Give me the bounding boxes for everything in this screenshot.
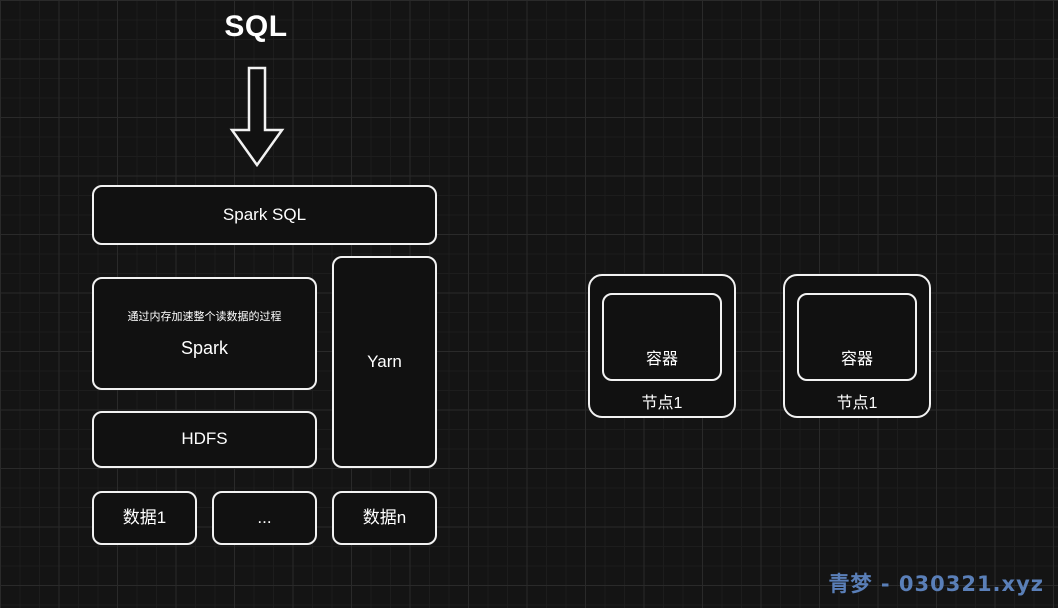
watermark: 青梦 - 030321.xyz <box>828 572 1044 596</box>
cluster-node-2[interactable]: 容器 节点1 <box>783 274 931 418</box>
spark-sql-label: Spark SQL <box>222 204 307 224</box>
hdfs-box[interactable]: HDFS <box>92 411 317 468</box>
cluster-node-2-container[interactable]: 容器 <box>797 293 917 381</box>
spark-box[interactable]: 通过内存加速整个读数据的过程 Spark <box>92 277 317 390</box>
cluster-node-2-label: 节点1 <box>836 395 878 412</box>
diagram-title: SQL <box>224 10 288 43</box>
data-box-n-label: 数据n <box>362 507 407 527</box>
cluster-node-1-label: 节点1 <box>641 395 683 412</box>
data-box-ellipsis-label: ... <box>257 507 272 527</box>
data-box-1[interactable]: 数据1 <box>92 491 197 545</box>
yarn-box[interactable]: Yarn <box>332 256 437 468</box>
cluster-node-1-container-label: 容器 <box>645 351 678 368</box>
cluster-node-2-container-label: 容器 <box>840 351 873 368</box>
cluster-node-1[interactable]: 容器 节点1 <box>588 274 736 418</box>
data-box-n[interactable]: 数据n <box>332 491 437 545</box>
spark-label: Spark <box>180 337 229 358</box>
data-box-1-label: 数据1 <box>122 507 167 527</box>
spark-note-label: 通过内存加速整个读数据的过程 <box>127 310 282 323</box>
hdfs-label: HDFS <box>181 429 228 449</box>
down-arrow-icon <box>229 66 285 168</box>
data-box-ellipsis[interactable]: ... <box>212 491 317 545</box>
yarn-label: Yarn <box>367 351 402 371</box>
cluster-node-1-container[interactable]: 容器 <box>602 293 722 381</box>
spark-sql-box[interactable]: Spark SQL <box>92 185 437 245</box>
